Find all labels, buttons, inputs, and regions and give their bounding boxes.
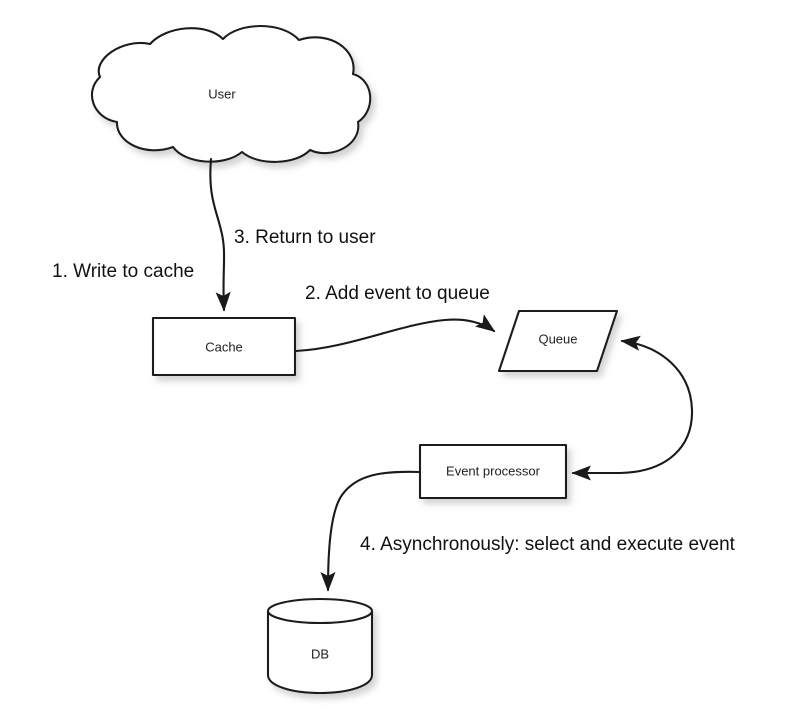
node-user[interactable] <box>90 24 372 163</box>
node-event-processor-label: Event processor <box>446 463 541 478</box>
node-db[interactable] <box>266 597 374 695</box>
edge-user-to-cache <box>209 157 231 312</box>
step-label-2: 2. Add event to queue <box>305 283 490 304</box>
edge-event-processor-to-db <box>320 470 421 592</box>
event-processor-shape <box>418 443 568 500</box>
step-label-4: 4. Asynchronously: select and execute ev… <box>360 534 736 555</box>
edge-queue-event-processor-loop <box>571 335 694 481</box>
node-user-label: User <box>208 86 236 101</box>
edge-cache-to-queue <box>294 314 496 353</box>
cache-shape <box>151 316 297 377</box>
node-cache[interactable] <box>151 316 297 377</box>
step-label-3: 3. Return to user <box>234 227 376 248</box>
cloud-shape <box>90 24 372 163</box>
db-cylinder-body <box>266 610 374 695</box>
db-cylinder-top <box>266 597 374 625</box>
node-queue-label: Queue <box>538 331 577 346</box>
node-db-label: DB <box>311 646 329 661</box>
node-event-processor[interactable] <box>418 443 568 500</box>
step-label-1: 1. Write to cache <box>52 261 194 282</box>
node-cache-label: Cache <box>205 339 243 354</box>
